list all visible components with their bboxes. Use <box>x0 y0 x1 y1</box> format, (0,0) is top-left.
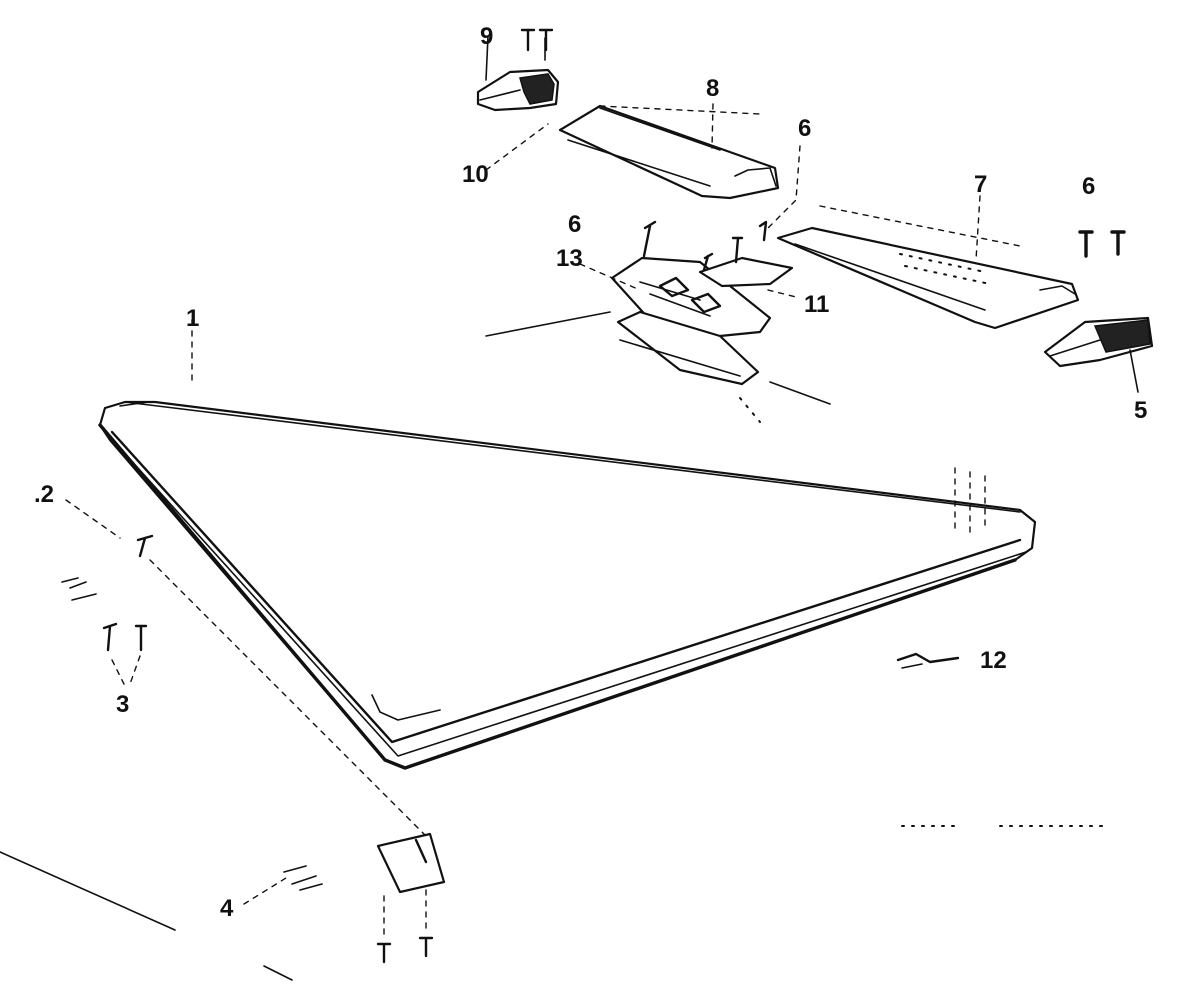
callout-10: 10 <box>462 161 489 188</box>
center-hinge-assembly <box>610 256 794 423</box>
callout-9: 9 <box>480 23 493 50</box>
callout-12: 12 <box>980 647 1007 674</box>
callout-7: 7 <box>974 171 987 198</box>
callouts: 1 .2 3 4 5 6 6 6 7 8 9 10 11 12 13 <box>34 23 1147 922</box>
hinge-block <box>476 68 560 112</box>
corner-clip <box>1043 316 1154 368</box>
left-hardware <box>61 534 431 841</box>
callout-2: .2 <box>34 481 54 508</box>
screws-6-right <box>1078 230 1126 258</box>
callout-1: 1 <box>186 305 199 332</box>
callout-6b: 6 <box>568 211 581 238</box>
cover-panel <box>98 400 1037 770</box>
callout-5: 5 <box>1134 397 1147 424</box>
callout-13: 13 <box>556 245 583 272</box>
callout-4: 4 <box>220 895 234 922</box>
long-rail <box>776 205 1080 330</box>
part-12-clip <box>896 652 960 669</box>
callout-3: 3 <box>116 691 129 718</box>
upper-rail <box>558 104 780 200</box>
callout-6c: 6 <box>1082 173 1095 200</box>
callout-11: 11 <box>804 291 829 318</box>
stray-marks <box>0 381 1111 981</box>
callout-6a: 6 <box>798 115 811 142</box>
leader-lines <box>65 35 981 905</box>
screw-pair-11 <box>520 28 554 52</box>
screws-6-center <box>642 220 768 272</box>
bottom-bracket <box>283 832 446 964</box>
leader-5 <box>1129 349 1139 393</box>
callout-8: 8 <box>706 75 719 102</box>
